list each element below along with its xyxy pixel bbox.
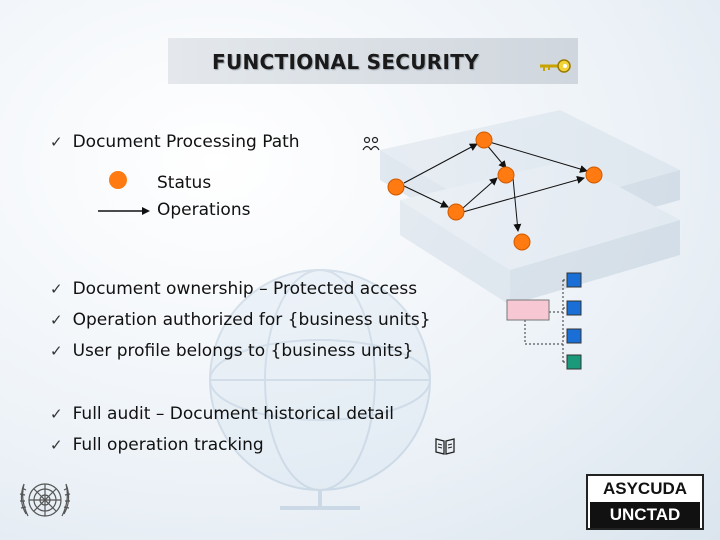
- bullet-profile: ✓ User profile belongs to {business units…: [50, 341, 413, 361]
- bullet-text: Full audit – Document historical detail: [72, 404, 395, 424]
- user-profile-box: [506, 299, 550, 321]
- check-icon: ✓: [50, 133, 63, 151]
- bullet-text: Document Processing Path: [72, 132, 300, 152]
- check-icon: ✓: [50, 436, 63, 454]
- status-node: [513, 233, 531, 251]
- business-unit-box: [566, 300, 582, 316]
- bullet-processing-path: ✓ Document Processing Path: [50, 132, 300, 152]
- bullet-audit: ✓ Full audit – Document historical detail: [50, 404, 394, 424]
- check-icon: ✓: [50, 311, 63, 329]
- legend-status-label: Status: [157, 173, 212, 193]
- legend-operations-label: Operations: [157, 200, 251, 220]
- badge-unctad: UNCTAD: [590, 502, 700, 528]
- title-banner: [168, 38, 578, 84]
- status-node: [497, 166, 515, 184]
- badge-asycuda: ASYCUDA: [602, 479, 688, 498]
- bullet-text: Full operation tracking: [72, 435, 264, 455]
- status-node: [475, 131, 493, 149]
- process-flow-diagram: [387, 131, 603, 251]
- check-icon: ✓: [50, 280, 63, 298]
- business-unit-box: [566, 354, 582, 370]
- globe-background: [209, 269, 431, 510]
- open-book-icon: [435, 438, 455, 455]
- un-emblem-icon: [19, 483, 71, 517]
- check-icon: ✓: [50, 342, 63, 360]
- legend-status-node: [109, 171, 127, 189]
- legend-operation-arrow: [98, 207, 150, 215]
- page-title: FUNCTIONAL SECURITY: [212, 50, 479, 74]
- books-background: [380, 110, 680, 305]
- key-icon: [540, 59, 571, 73]
- status-node: [447, 203, 465, 221]
- business-units-diagram: [506, 272, 582, 370]
- people-icon: [362, 136, 380, 151]
- bullet-text: Operation authorized for {business units…: [72, 310, 431, 330]
- bullet-ownership: ✓ Document ownership – Protected access: [50, 279, 417, 299]
- status-node: [387, 178, 405, 196]
- business-unit-box: [566, 328, 582, 344]
- bullet-authorized: ✓ Operation authorized for {business unit…: [50, 310, 431, 330]
- bullet-tracking: ✓ Full operation tracking: [50, 435, 264, 455]
- check-icon: ✓: [50, 405, 63, 423]
- asycuda-unctad-badge: ASYCUDA UNCTAD: [586, 474, 704, 530]
- bullet-text: User profile belongs to {business units}: [72, 341, 414, 361]
- bullet-text: Document ownership – Protected access: [72, 279, 418, 299]
- business-unit-box: [566, 272, 582, 288]
- status-node: [585, 166, 603, 184]
